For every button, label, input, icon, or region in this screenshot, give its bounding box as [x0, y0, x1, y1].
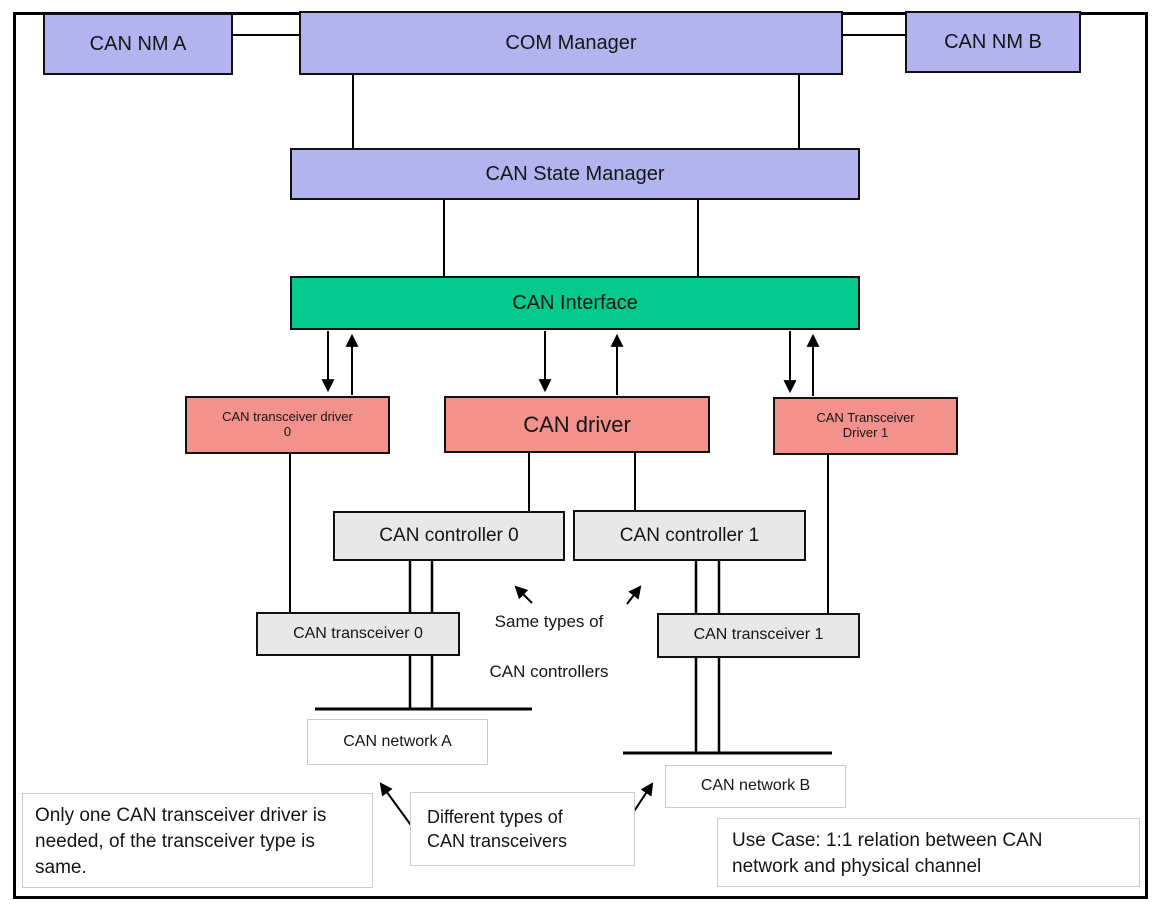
node-can-transceiver-1-label: CAN transceiver 1: [693, 626, 824, 644]
node-can-nm-b-label: CAN NM B: [944, 30, 1042, 53]
note-transceiver-driver: Only one CAN transceiver driver is neede…: [22, 793, 373, 888]
node-can-controller-1-label: CAN controller 1: [619, 524, 760, 546]
node-can-transceiver-driver-1-line1: CAN Transceiver: [816, 410, 915, 426]
node-can-nm-a: CAN NM A: [43, 13, 233, 75]
node-can-state-manager: CAN State Manager: [290, 148, 860, 200]
annotation-different-types-line2: CAN transceivers: [427, 831, 568, 851]
node-can-state-manager-label: CAN State Manager: [485, 162, 665, 185]
node-can-network-a-label: CAN network A: [343, 732, 452, 750]
annotation-different-types: Different types of CAN transceivers: [410, 792, 635, 866]
node-can-transceiver-driver-1-line2: Driver 1: [842, 425, 889, 440]
note-use-case: Use Case: 1:1 relation between CAN netwo…: [717, 818, 1140, 887]
plain-connectors: [233, 34, 905, 614]
node-can-controller-0: CAN controller 0: [333, 511, 565, 561]
node-can-interface: CAN Interface: [290, 276, 860, 330]
node-can-driver: CAN driver: [444, 396, 710, 453]
node-can-interface-label: CAN Interface: [512, 291, 638, 314]
node-can-network-b: CAN network B: [665, 765, 846, 808]
node-can-transceiver-driver-0: CAN transceiver driver 0: [185, 396, 390, 454]
annotation-same-types-line1: Same types of: [494, 612, 604, 631]
annotation-different-types-line1: Different types of: [427, 806, 563, 827]
node-can-controller-0-label: CAN controller 0: [379, 525, 519, 547]
node-can-transceiver-1: CAN transceiver 1: [657, 613, 860, 658]
node-can-nm-b: CAN NM B: [905, 11, 1081, 73]
node-can-transceiver-driver-0-line1: CAN transceiver driver: [222, 409, 353, 425]
node-can-driver-label: CAN driver: [523, 411, 631, 437]
node-can-nm-a-label: CAN NM A: [89, 32, 187, 55]
node-can-network-b-label: CAN network B: [700, 777, 811, 795]
node-com-manager: COM Manager: [299, 11, 843, 75]
can-bus-lines: [315, 707, 832, 755]
node-can-transceiver-0: CAN transceiver 0: [256, 612, 460, 656]
node-can-transceiver-driver-0-line2: 0: [283, 424, 292, 439]
node-can-controller-1: CAN controller 1: [573, 510, 806, 561]
interface-driver-arrows: [321, 331, 820, 396]
node-can-transceiver-driver-1: CAN Transceiver Driver 1: [773, 397, 958, 455]
node-can-network-a: CAN network A: [307, 719, 488, 765]
node-com-manager-label: COM Manager: [505, 31, 637, 54]
annotation-same-types-line2: CAN controllers: [489, 662, 609, 681]
node-can-transceiver-0-label: CAN transceiver 0: [293, 624, 423, 642]
